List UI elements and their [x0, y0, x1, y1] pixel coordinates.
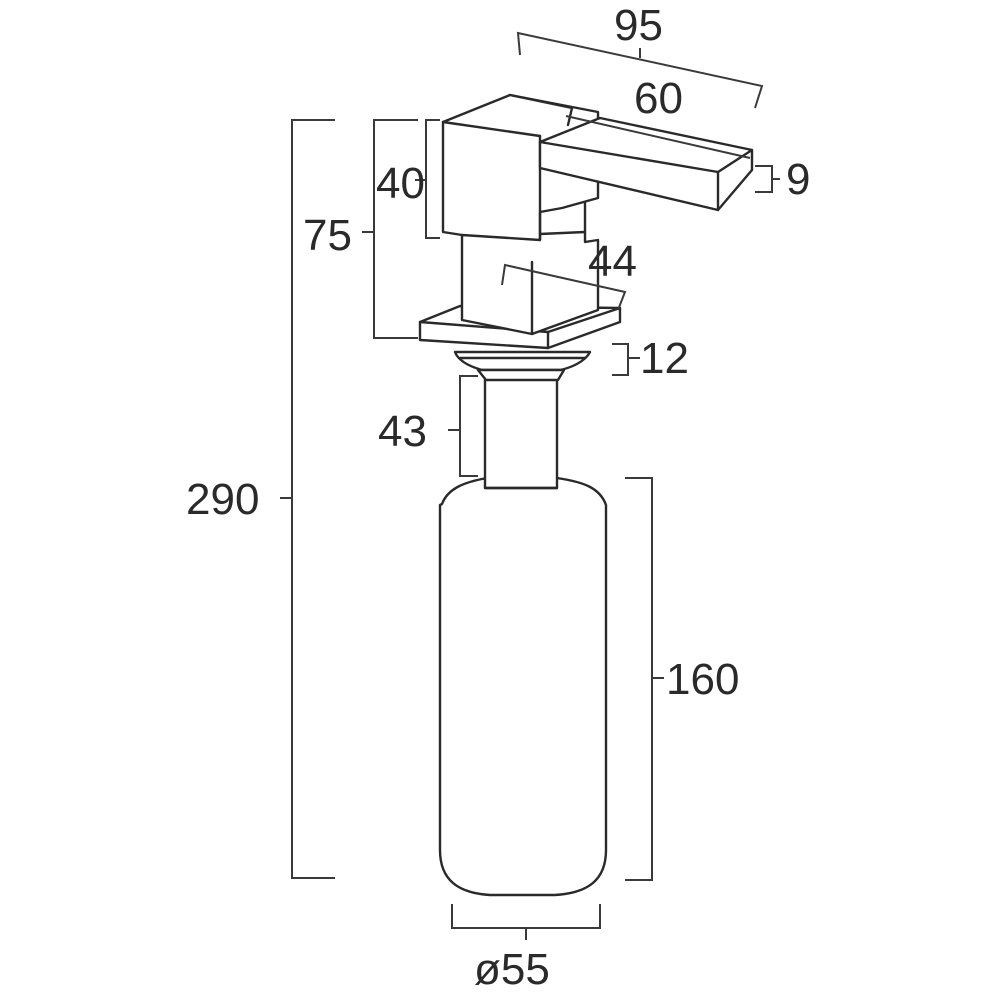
pump-head: [441, 93, 600, 242]
dim-line-44: [501, 263, 627, 311]
dim-label-40: 40: [376, 159, 425, 208]
pump-body: [460, 196, 600, 336]
dim-line-9: [755, 165, 773, 193]
dim-label-44: 44: [588, 237, 637, 286]
dim-label-9: 9: [786, 155, 810, 204]
dim-line-160: [625, 477, 653, 881]
dim-label-160: 160: [666, 655, 739, 704]
dim-label-75: 75: [303, 211, 352, 260]
collar: [453, 350, 592, 382]
dim-label-12: 12: [640, 334, 689, 383]
dim-line-43: [459, 375, 478, 477]
dim-line-95: [516, 31, 764, 109]
dim-label-60: 60: [634, 74, 683, 123]
spout: [538, 116, 754, 212]
dim-label-55: ø55: [474, 945, 550, 994]
bottle: [438, 476, 608, 897]
dim-line-12: [612, 343, 629, 376]
dim-line-40: [425, 119, 440, 239]
dim-label-95: 95: [614, 1, 663, 50]
dim-label-290: 290: [186, 475, 259, 524]
dim-line-55: [451, 904, 601, 929]
dimension-lines: [280, 31, 780, 940]
dim-line-75: [373, 119, 418, 339]
neck-tube: [483, 370, 559, 490]
dim-label-43: 43: [378, 407, 427, 456]
